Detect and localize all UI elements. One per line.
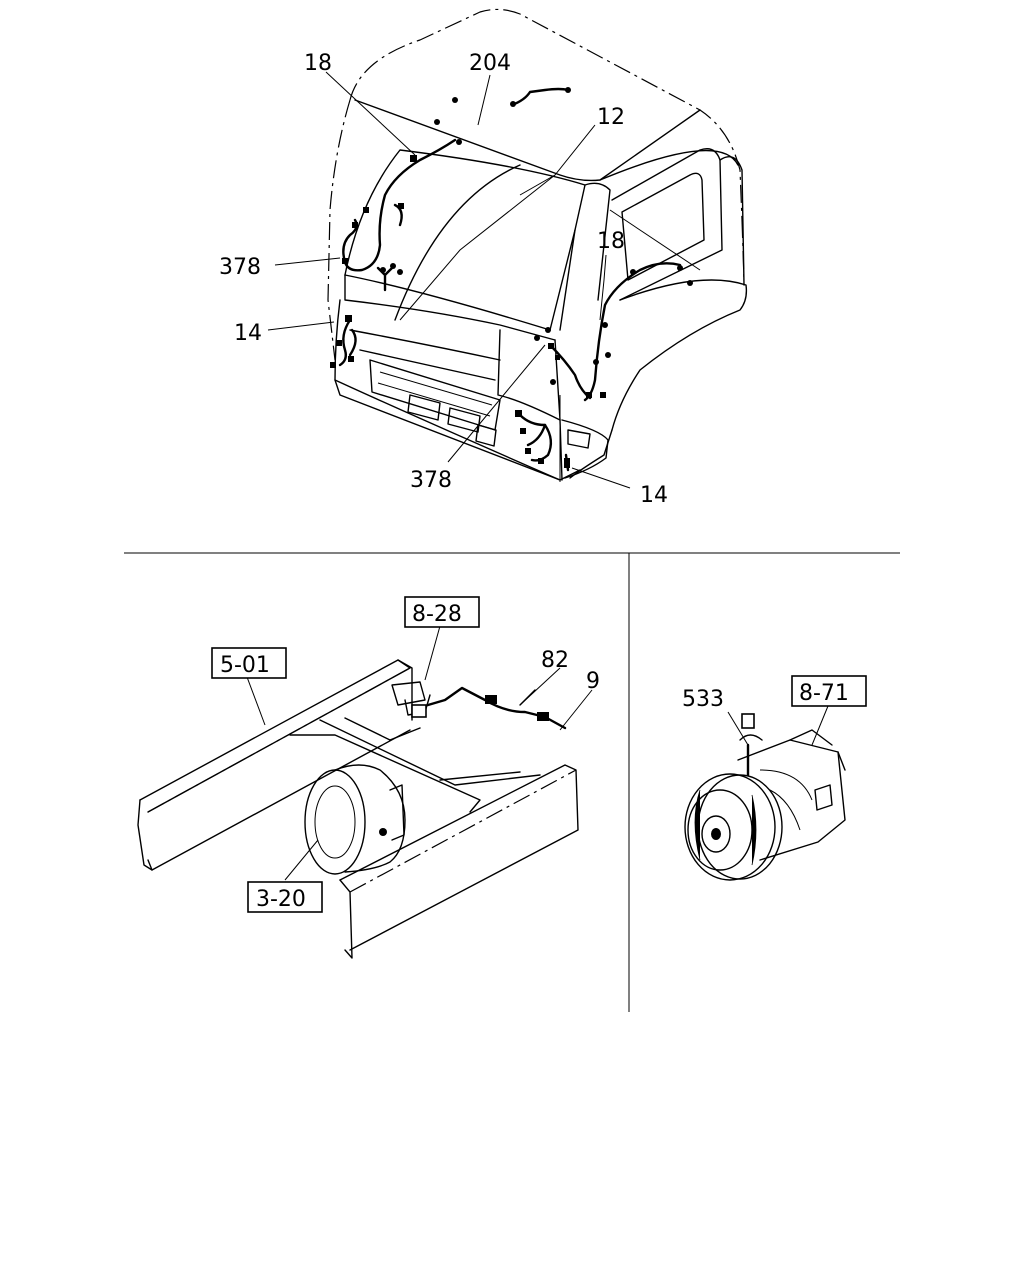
callout-82: 82 [541,648,569,673]
callout-18-left: 18 [304,51,332,76]
ref-label-5-01: 5-01 [220,653,270,678]
callout-14-left: 14 [234,321,262,346]
ref-label-8-71: 8-71 [799,681,849,706]
callout-378-left: 378 [219,255,261,280]
chassis-frame-illustration: 5-01 8-28 3-20 82 9 [137,596,600,959]
callout-18-right: 18 [597,229,625,254]
compressor-illustration: 533 8-71 [682,675,867,881]
ref-label-3-20: 3-20 [256,887,306,912]
ref-box-5-01: 5-01 [211,647,287,679]
callout-12: 12 [597,105,625,130]
callout-533: 533 [682,687,724,712]
callout-9: 9 [586,669,600,694]
panel-dividers [124,552,900,1012]
ref-box-8-71: 8-71 [791,675,867,707]
callout-378-bottom: 378 [410,468,452,493]
ref-label-8-28: 8-28 [412,602,462,627]
callout-204: 204 [469,51,511,76]
truck-cab-illustration: 18 204 12 18 378 14 378 14 [219,8,748,508]
ref-box-3-20: 3-20 [247,881,323,913]
callout-14-right: 14 [640,483,668,508]
ref-box-8-28: 8-28 [404,596,480,628]
